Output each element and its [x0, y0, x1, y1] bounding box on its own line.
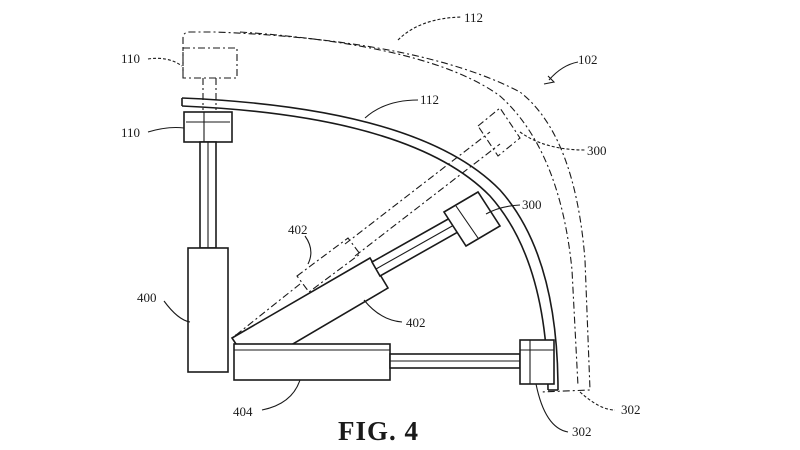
label-404: 404	[233, 404, 253, 419]
leader-lines	[147, 16, 616, 433]
block-300	[442, 190, 502, 248]
cylinder-400	[187, 247, 229, 373]
leader-110-top	[147, 57, 183, 67]
outer-dashed-arc	[182, 31, 591, 393]
leader-400	[163, 300, 191, 323]
figure-caption: FIG. 4	[338, 416, 419, 446]
label-400: 400	[137, 290, 157, 305]
leader-110-mid	[147, 126, 185, 133]
arc-inner-edge	[181, 105, 549, 391]
leader-300-right	[519, 131, 586, 151]
dashed-box-300	[477, 107, 521, 157]
leader-302-bottom	[535, 383, 569, 433]
block-302	[519, 339, 555, 385]
reference-numerals: 110 110 112 112 102 300 300 302 302 400 …	[121, 10, 641, 439]
dashed-box-110	[182, 47, 238, 79]
label-110-top: 110	[121, 51, 140, 66]
dashed-link-a	[235, 283, 301, 336]
block-110	[183, 111, 233, 143]
label-402-bottom: 402	[406, 315, 426, 330]
diagonal-actuator	[230, 190, 502, 370]
leader-102	[548, 61, 579, 81]
label-102: 102	[578, 52, 598, 67]
label-302-bottom: 302	[572, 424, 592, 439]
leader-402-bottom	[363, 299, 403, 323]
vertical-actuator	[183, 111, 233, 373]
label-110-mid: 110	[121, 125, 140, 140]
leader-300-mid	[485, 204, 521, 215]
leader-102-arrow	[543, 75, 556, 85]
leader-404	[261, 379, 301, 411]
leader-402-top	[304, 235, 312, 265]
cylinder-404	[233, 343, 391, 381]
horizontal-actuator	[233, 339, 555, 385]
label-302-right: 302	[621, 402, 641, 417]
label-402-top: 402	[288, 222, 308, 237]
label-300-mid: 300	[522, 197, 542, 212]
leader-302-right	[579, 391, 616, 411]
phantom-outline	[182, 31, 591, 393]
dashed-box-402	[296, 237, 361, 293]
label-112-top: 112	[464, 10, 483, 25]
dashed-rod-b	[354, 143, 501, 257]
label-112-mid: 112	[420, 92, 439, 107]
arc-outer-edge	[181, 97, 559, 391]
solid-arc-112	[181, 97, 559, 391]
inner-dashed-arc	[239, 31, 579, 387]
leader-112-top	[397, 16, 463, 41]
block-300-line	[455, 205, 479, 239]
leader-112-mid	[364, 99, 419, 119]
dashed-rod-a	[344, 131, 491, 245]
label-300-right: 300	[587, 143, 607, 158]
rod-diagonal-center	[375, 224, 455, 270]
